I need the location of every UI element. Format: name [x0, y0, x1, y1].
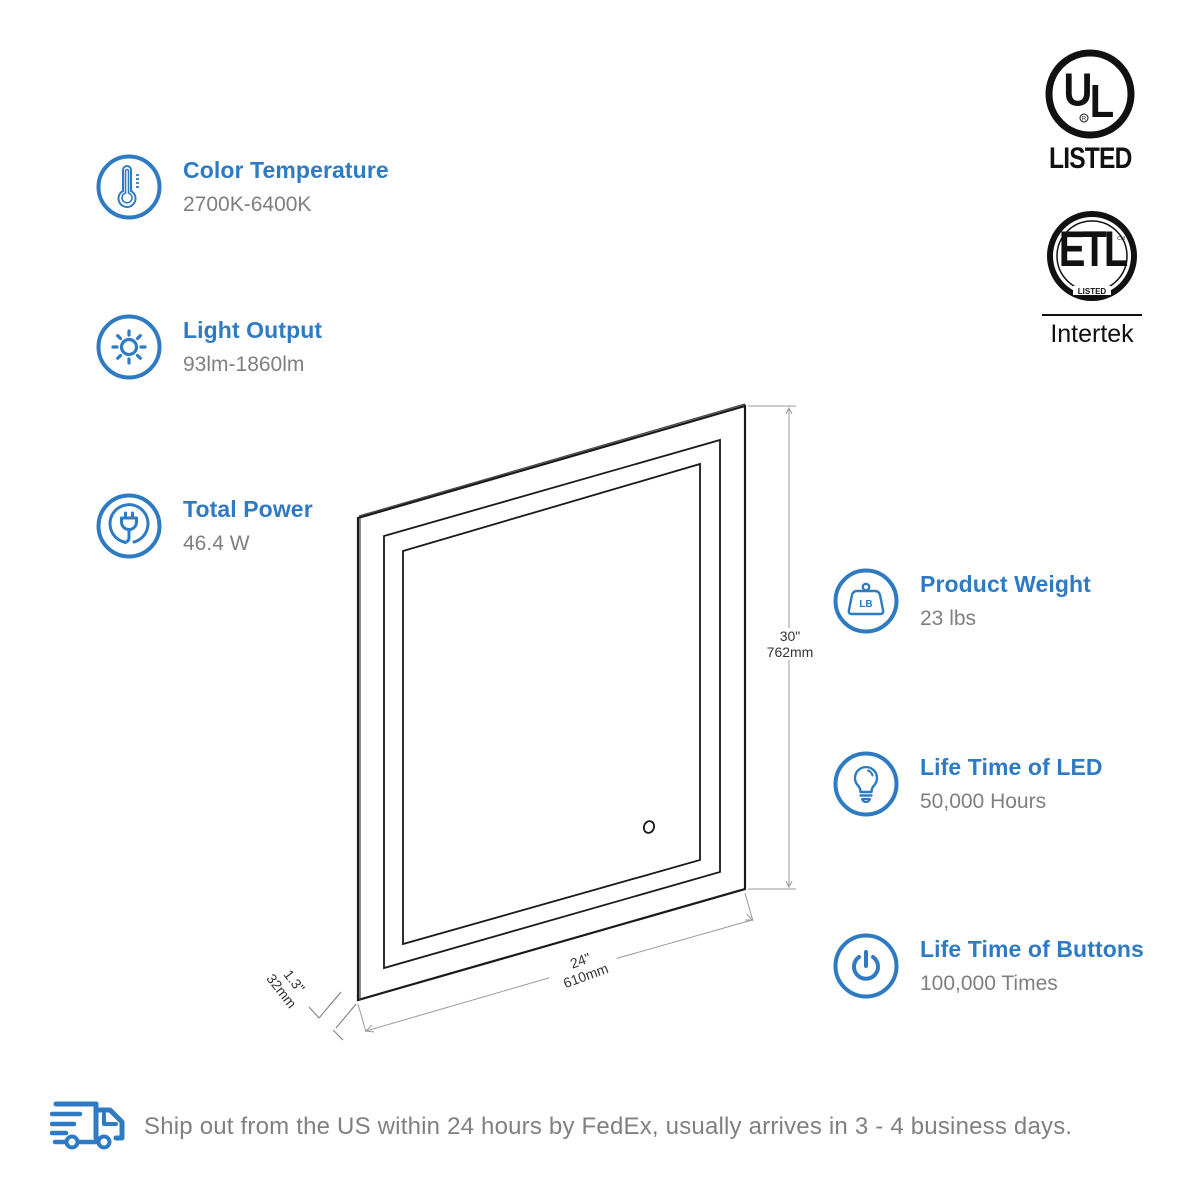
spec-title: Life Time of Buttons: [920, 936, 1144, 962]
spec-total-power: Total Power 46.4 W: [96, 493, 313, 559]
spec-led-lifetime: Life Time of LED 50,000 Hours: [833, 751, 1103, 817]
spec-title: Life Time of LED: [920, 754, 1103, 780]
spec-title: Color Temperature: [183, 157, 389, 183]
weight-lb-icon: LB: [833, 568, 899, 634]
delivery-truck-icon: [50, 1100, 128, 1150]
svg-text:LISTED: LISTED: [1078, 287, 1107, 296]
height-inches: 30": [779, 628, 801, 644]
spec-value: 93lm-1860lm: [183, 353, 305, 376]
etl-logo-icon: ETL CM LISTED: [1040, 208, 1144, 306]
spec-value: 2700K-6400K: [183, 193, 312, 216]
etl-listed-certification: ETL CM LISTED Intertek: [1040, 208, 1144, 348]
light-bulb-icon: [833, 751, 899, 817]
height-dimension-label: 30" 762mm: [762, 628, 818, 660]
ul-listed-label: LISTED: [1049, 142, 1132, 175]
shipping-note: Ship out from the US within 24 hours by …: [50, 1100, 1072, 1150]
depth-dimension-label: 1.3" 32mm: [257, 953, 319, 1020]
spec-value: 50,000 Hours: [920, 790, 1047, 813]
svg-text:U: U: [1064, 65, 1093, 116]
ul-logo-icon: U L R: [1040, 48, 1140, 140]
power-icon: [833, 933, 899, 999]
etl-divider: [1042, 314, 1142, 316]
svg-text:ETL: ETL: [1059, 221, 1128, 277]
spec-title: Total Power: [183, 496, 313, 522]
ul-listed-certification: U L R LISTED: [1040, 48, 1140, 174]
lb-text: LB: [859, 599, 872, 610]
svg-text:R: R: [1082, 117, 1087, 123]
touch-button-icon: [642, 820, 656, 834]
spec-color-temperature: Color Temperature 2700K-6400K: [96, 154, 389, 220]
spec-value: 23 lbs: [920, 607, 977, 630]
plug-icon: [96, 493, 162, 559]
intertek-label: Intertek: [1050, 320, 1134, 348]
spec-title: Light Output: [183, 317, 323, 343]
shipping-text: Ship out from the US within 24 hours by …: [144, 1113, 1073, 1140]
width-dimension-label: 24" 610mm: [544, 940, 622, 996]
thermometer-icon: [96, 154, 162, 220]
spec-button-lifetime: Life Time of Buttons 100,000 Times: [833, 933, 1144, 999]
spec-value: 100,000 Times: [920, 972, 1058, 995]
height-mm: 762mm: [766, 644, 814, 660]
sun-icon: [96, 314, 162, 380]
svg-text:CM: CM: [1117, 236, 1125, 242]
mirror-outline: [356, 403, 747, 1002]
spec-light-output: Light Output 93lm-1860lm: [96, 314, 322, 380]
spec-product-weight: LB Product Weight 23 lbs: [833, 568, 1091, 634]
spec-title: Product Weight: [920, 571, 1091, 597]
svg-text:L: L: [1090, 76, 1114, 127]
spec-value: 46.4 W: [183, 532, 250, 555]
